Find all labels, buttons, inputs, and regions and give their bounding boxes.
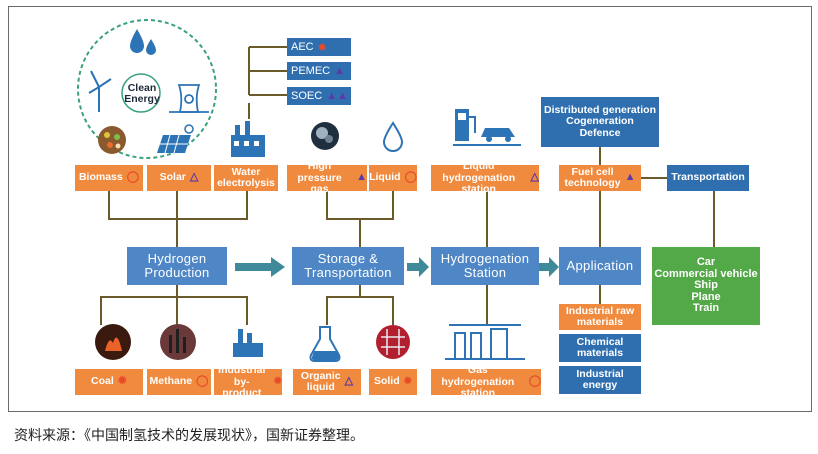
clean-energy-circle [77, 19, 217, 159]
industrial-byproduct-box: Industrial by- product ✹ [214, 365, 282, 398]
sun-symbol-icon: ✹ [117, 375, 127, 388]
transportation-box: Transportation [667, 165, 749, 191]
biomass-label: Biomass [78, 171, 123, 184]
pemec-label: PEMEC [291, 65, 331, 77]
triangle-outline-symbol-icon: △ [530, 171, 539, 184]
methane-icon [160, 324, 196, 360]
transport-list-box: Car Commercial vehicle Ship Plane Train [652, 247, 760, 325]
coal-box: Coal ✹ [75, 369, 143, 395]
water-electrolysis-box: Water electrolysis [214, 165, 278, 191]
methane-label: Methane [149, 375, 193, 388]
soec-label: SOEC [291, 90, 323, 102]
circle-symbol-icon: ◯ [404, 171, 417, 184]
power-plant-icon [169, 84, 209, 113]
liquid-station-icon [453, 109, 521, 146]
high-pressure-gas-icon [311, 122, 339, 150]
circle-symbol-icon: ◯ [126, 171, 140, 184]
biomass-box: Biomass ◯ [75, 165, 143, 191]
fuel-cell-label: Fuel cell technology [564, 165, 621, 189]
liquid-box: Liquid ◯ [369, 165, 417, 191]
liquid-label: Liquid [369, 171, 401, 184]
industrial-energy-box: Industrial energy [559, 366, 641, 394]
double-triangle-symbol-icon: ▲▲ [326, 90, 348, 102]
coal-icon [95, 324, 131, 360]
flask-icon [309, 326, 341, 362]
high-pressure-gas-box: High pressure gas ▲ [287, 161, 367, 194]
fuel-cell-box: Fuel cell technology ▲ [559, 165, 641, 191]
electrolysis-factory-icon [231, 121, 265, 157]
triangle-outline-symbol-icon: △ [189, 171, 199, 184]
solid-label: Solid [373, 375, 400, 388]
solid-box: Solid ✹ [369, 369, 417, 395]
arrow-production-storage [235, 257, 285, 277]
gas-station-label: Gas hydrogenation station [441, 364, 515, 399]
chemical-materials-box: Chemical materials [559, 334, 641, 362]
distributed-generation-box: Distributed generation Cogeneration Defe… [541, 97, 659, 147]
biomass-icon [98, 126, 126, 154]
triangle-symbol-icon: ▲ [356, 171, 367, 184]
transport-item-plane: Plane [691, 290, 721, 303]
triangle-symbol-icon: ▲ [334, 65, 346, 77]
electrolysis-type-pemec: PEMEC ▲ [287, 62, 351, 80]
organic-liquid-box: Organic liquid △ [293, 369, 361, 395]
stage-arrows [235, 257, 559, 277]
aec-label: AEC [291, 41, 314, 53]
transport-item-ship: Ship [694, 279, 718, 292]
high-pressure-gas-label: High pressure gas [297, 160, 342, 195]
transport-item-train: Train [692, 302, 720, 315]
arrow-storage-station [407, 257, 429, 277]
solar-panel-icon [157, 124, 194, 154]
sun-symbol-icon: ✹ [317, 41, 327, 54]
electrolysis-type-aec: AEC ✹ [287, 38, 351, 56]
source-footer: 资料来源：《中国制氢技术的发展现状》，国新证券整理。 [14, 428, 364, 444]
circle-symbol-icon: ◯ [196, 375, 209, 388]
triangle-outline-symbol-icon: △ [344, 375, 354, 388]
clean-energy-label: Clean Energy [124, 81, 160, 105]
industrial-raw-materials-box: Industrial raw materials [559, 304, 641, 330]
triangle-symbol-icon: ▲ [624, 171, 636, 184]
stage-hydrogen-production: Hydrogen Production [127, 247, 227, 285]
organic-liquid-label: Organic liquid [300, 369, 341, 393]
solar-label: Solar [159, 171, 186, 184]
clean-energy-center [121, 73, 161, 113]
stage-application: Application [559, 247, 641, 285]
liquid-drop-icon [382, 121, 404, 152]
transport-item-car: Car [696, 256, 716, 269]
circle-symbol-icon: ◯ [528, 375, 541, 388]
transport-item-commercial-vehicle: Commercial vehicle [654, 267, 758, 280]
stage-hydrogenation-station: Hydrogenation Station [431, 247, 539, 285]
coal-label: Coal [91, 375, 114, 388]
liquid-station-box: Liquid hydrogenation station △ [431, 161, 539, 194]
arrow-station-application [539, 257, 559, 277]
gas-station-icon [445, 324, 525, 360]
stage-storage-transportation: Storage & Transportation [292, 247, 404, 285]
solar-box: Solar △ [147, 165, 211, 191]
industrial-byproduct-icon [233, 329, 263, 357]
solid-storage-icon [376, 325, 410, 359]
sun-symbol-icon: ✹ [273, 375, 282, 387]
diagram-canvas [77, 19, 715, 362]
methane-box: Methane ◯ [147, 369, 211, 395]
connector-lines [100, 46, 715, 325]
diagram-frame: Clean Energy AEC ✹ PEMEC ▲ SOEC ▲▲ Bioma… [8, 6, 812, 412]
liquid-station-label: Liquid hydrogenation station [442, 160, 516, 195]
electrolysis-type-soec: SOEC ▲▲ [287, 87, 351, 105]
industrial-byproduct-label: Industrial by- product [218, 364, 266, 399]
gas-station-box: Gas hydrogenation station ◯ [431, 365, 541, 398]
wind-turbine-icon [88, 70, 112, 112]
sun-symbol-icon: ✹ [403, 375, 413, 387]
water-drops-icon [130, 29, 156, 55]
